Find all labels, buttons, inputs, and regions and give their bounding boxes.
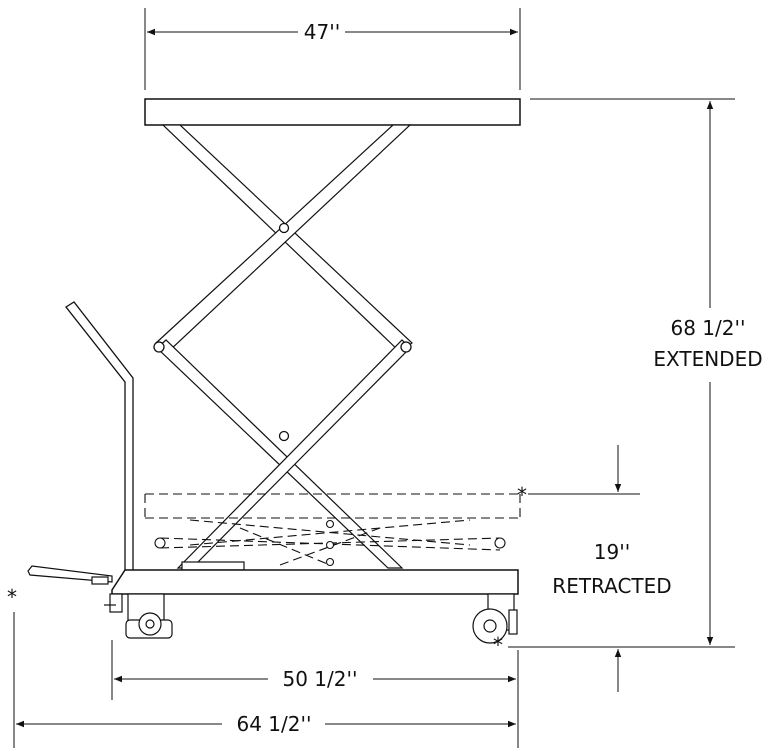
extended-height-value: 68 1/2'': [671, 316, 746, 340]
overall-length-dimension: 64 1/2'': [16, 712, 516, 736]
overall-length-label: 64 1/2'': [237, 712, 312, 736]
base-length-label: 50 1/2'': [283, 667, 358, 691]
upper-scissor-arms: [155, 124, 413, 353]
hydraulic-pump: [181, 561, 245, 571]
retracted-height-dimension: 19'' RETRACTED: [528, 445, 672, 692]
base-length-dimension: 50 1/2'': [111, 640, 519, 748]
right-caster-wheel: [472, 593, 518, 644]
extended-height-dimension: 68 1/2'' EXTENDED: [508, 98, 763, 648]
retracted-height-value: 19'': [594, 540, 630, 564]
retracted-pivot-pins: [154, 519, 506, 567]
lower-scissor-arms: [156, 339, 411, 569]
platform-width-dimension: 47'': [144, 8, 521, 90]
base-frame: [111, 569, 519, 595]
left-caster-wheel: [104, 593, 173, 639]
retracted-height-label: RETRACTED: [552, 574, 671, 598]
extended-height-label: EXTENDED: [653, 347, 762, 371]
left-asterisk: *: [7, 585, 17, 609]
foot-pedal: [27, 565, 113, 585]
retracted-asterisk: *: [517, 483, 527, 507]
push-handle: [65, 301, 134, 573]
right-caster-asterisk: *: [493, 633, 503, 657]
platform-width-label: 47'': [304, 20, 340, 44]
pivot-pins: [153, 222, 412, 442]
platform-top: [144, 98, 521, 126]
